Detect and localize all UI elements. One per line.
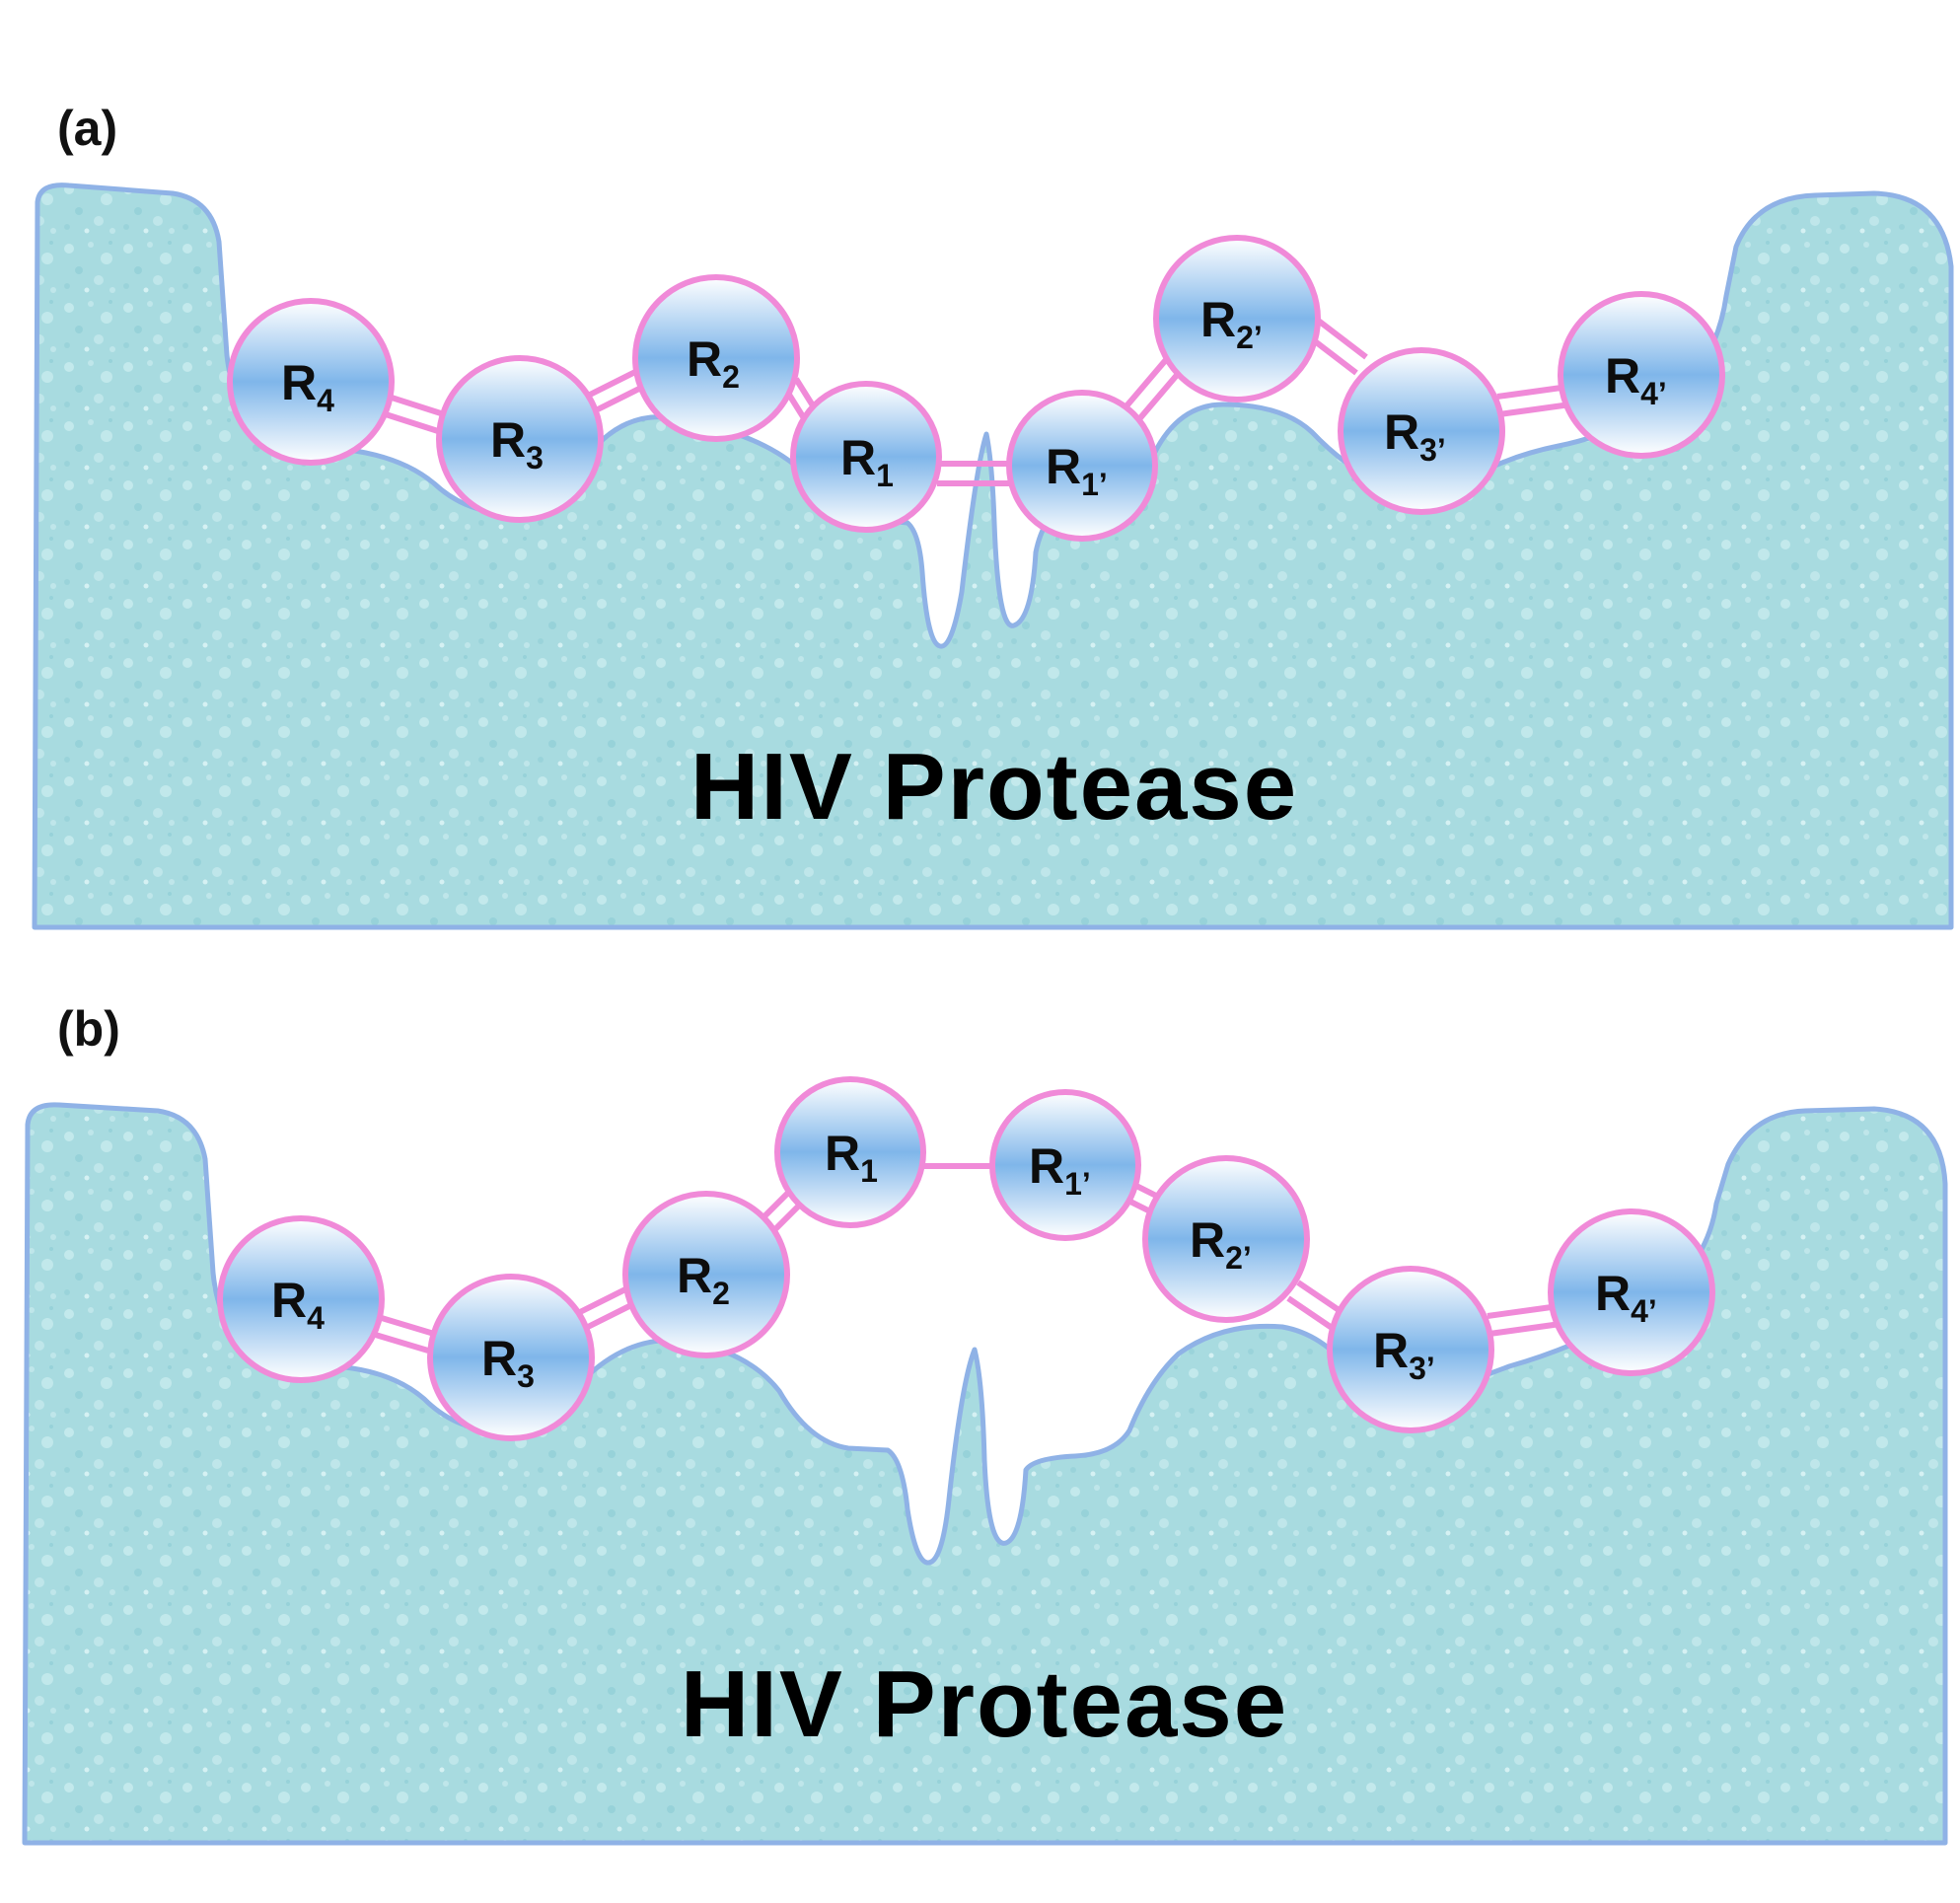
residue-subscript: 4’ (1640, 376, 1667, 411)
residue-label: R (490, 412, 526, 468)
protein-surface (22, 1102, 1948, 1846)
svg-text:R4’: R4’ (1595, 1266, 1657, 1329)
residue-subscript: 4’ (1631, 1293, 1657, 1329)
residue-subscript: 3’ (1419, 432, 1446, 468)
svg-text:R1’: R1’ (1029, 1138, 1091, 1202)
residue-label: R (677, 1248, 712, 1303)
residue-r4-prime: R4’ (1558, 291, 1725, 459)
residue-label: R (825, 1126, 860, 1181)
residue-label: R (1190, 1212, 1225, 1268)
residue-r3: R3 (436, 355, 604, 523)
residue-r3-prime: R3’ (1338, 347, 1505, 515)
residue-subscript: 1’ (1064, 1166, 1091, 1202)
residue-r4: R4 (217, 1215, 385, 1383)
residue-subscript: 2 (712, 1276, 730, 1311)
residue-label: R (1605, 348, 1640, 403)
svg-text:R2’: R2’ (1190, 1212, 1252, 1276)
residue-subscript: 3 (517, 1358, 535, 1394)
residue-r1: R1 (774, 1076, 926, 1228)
protein-surface (32, 183, 1954, 930)
residue-r3: R3 (427, 1274, 595, 1441)
residue-label: R (481, 1331, 517, 1386)
svg-text:R2: R2 (677, 1248, 730, 1311)
residue-label: R (1046, 439, 1081, 494)
panel-label: (a) (57, 101, 117, 156)
residue-label: R (1373, 1323, 1409, 1378)
svg-text:R4: R4 (271, 1273, 325, 1336)
residue-label: R (687, 331, 722, 387)
svg-text:R3: R3 (481, 1331, 535, 1394)
residue-label: R (1384, 404, 1419, 460)
residue-subscript: 2 (722, 359, 740, 395)
residue-label: R (281, 355, 317, 410)
residue-subscript: 1’ (1081, 467, 1108, 502)
residue-label: R (1200, 292, 1236, 347)
svg-text:R3: R3 (490, 412, 544, 476)
residue-r3-prime: R3’ (1327, 1266, 1494, 1433)
residue-r2-prime: R2’ (1153, 235, 1321, 403)
residue-r4-prime: R4’ (1548, 1208, 1715, 1376)
panel-b: (b) HIV Protease (22, 1001, 1948, 1846)
residue-subscript: 3’ (1409, 1351, 1435, 1386)
residue-r1-prime: R1’ (989, 1089, 1141, 1241)
residue-r1: R1 (790, 381, 942, 533)
panel-label: (b) (57, 1001, 120, 1057)
svg-text:R2’: R2’ (1200, 292, 1263, 355)
bond-r3p-r4p (1487, 1303, 1561, 1337)
residue-r2: R2 (622, 1191, 790, 1358)
residue-label: R (1029, 1138, 1064, 1194)
residue-r4: R4 (227, 298, 395, 466)
svg-text:R2: R2 (687, 331, 740, 395)
svg-text:R3’: R3’ (1384, 404, 1446, 468)
panel-a: (a) HIV Protease (32, 101, 1954, 930)
peptide-chain: R4 R3 R2 R1 R1’ R2’ (217, 1076, 1715, 1441)
protein-title: HIV Protease (690, 734, 1298, 840)
residue-label: R (1595, 1266, 1631, 1321)
svg-text:R3’: R3’ (1373, 1323, 1435, 1386)
residue-label: R (271, 1273, 307, 1328)
residue-subscript: 1 (860, 1153, 878, 1189)
bond-r1-r1p (937, 461, 1014, 486)
peptide-chain: R4 R3 R2 R1 R1’ R2’ (227, 235, 1725, 542)
svg-text:R4’: R4’ (1605, 348, 1667, 411)
residue-r2-prime: R2’ (1142, 1155, 1310, 1323)
bond-r3p-r4p (1496, 384, 1571, 417)
svg-text:R4: R4 (281, 355, 334, 418)
protein-title: HIV Protease (681, 1651, 1288, 1757)
svg-text:R1’: R1’ (1046, 439, 1108, 502)
residue-r1-prime: R1’ (1006, 390, 1158, 542)
residue-subscript: 2’ (1225, 1240, 1252, 1276)
residue-r2: R2 (632, 274, 800, 442)
residue-label: R (840, 430, 876, 485)
residue-subscript: 1 (876, 458, 894, 493)
residue-subscript: 2’ (1236, 320, 1263, 355)
residue-subscript: 3 (526, 440, 544, 476)
svg-text:R1: R1 (825, 1126, 878, 1189)
svg-text:R1: R1 (840, 430, 894, 493)
residue-subscript: 4 (317, 383, 334, 418)
residue-subscript: 4 (307, 1300, 325, 1336)
